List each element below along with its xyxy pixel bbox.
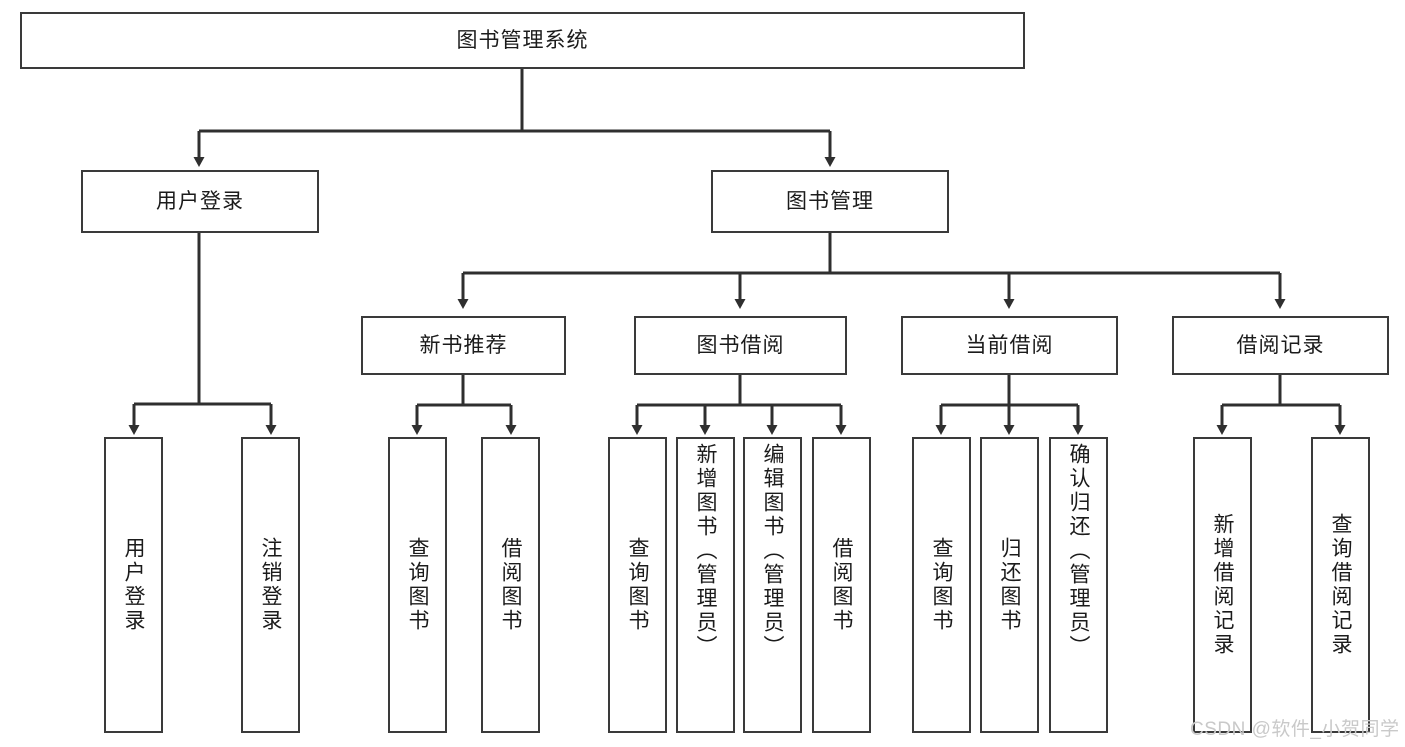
node-borrow-record[interactable]: 借阅记录 <box>1172 316 1389 375</box>
leaf-borrow-edit-book-admin[interactable]: 编辑图书（管理员） <box>743 437 802 733</box>
leaf-label: 新增图书（管理员） <box>694 443 717 659</box>
node-root[interactable]: 图书管理系统 <box>20 12 1025 69</box>
leaf-label: 用户登录 <box>122 537 145 633</box>
node-current-borrow-label: 当前借阅 <box>965 333 1054 357</box>
leaf-label: 编辑图书（管理员） <box>761 443 784 659</box>
node-book-borrow-label: 图书借阅 <box>696 333 785 357</box>
leaf-label: 确认归还（管理员） <box>1067 443 1090 659</box>
leaf-label: 新增借阅记录 <box>1211 513 1234 657</box>
leaf-borrow-borrow-book[interactable]: 借阅图书 <box>812 437 871 733</box>
leaf-label: 借阅图书 <box>499 537 522 633</box>
node-borrow-record-label: 借阅记录 <box>1236 333 1325 357</box>
node-new-book-recommend[interactable]: 新书推荐 <box>361 316 566 375</box>
node-new-book-recommend-label: 新书推荐 <box>419 333 508 357</box>
node-book-borrow[interactable]: 图书借阅 <box>634 316 847 375</box>
leaf-user-login-signout[interactable]: 注销登录 <box>241 437 300 733</box>
leaf-record-add-record[interactable]: 新增借阅记录 <box>1193 437 1252 733</box>
leaf-label: 借阅图书 <box>830 537 853 633</box>
leaf-current-confirm-return-admin[interactable]: 确认归还（管理员） <box>1049 437 1108 733</box>
csdn-watermark: CSDN @软件_小贺同学 <box>1190 719 1400 740</box>
leaf-label: 注销登录 <box>259 537 282 633</box>
node-current-borrow[interactable]: 当前借阅 <box>901 316 1118 375</box>
leaf-label: 查询借阅记录 <box>1329 513 1352 657</box>
node-user-login-label: 用户登录 <box>156 189 244 213</box>
leaf-current-query-book[interactable]: 查询图书 <box>912 437 971 733</box>
leaf-user-login-signin[interactable]: 用户登录 <box>104 437 163 733</box>
leaf-borrow-add-book-admin[interactable]: 新增图书（管理员） <box>676 437 735 733</box>
leaf-current-return-book[interactable]: 归还图书 <box>980 437 1039 733</box>
leaf-recommend-borrow-book[interactable]: 借阅图书 <box>481 437 540 733</box>
node-root-label: 图书管理系统 <box>456 28 589 52</box>
leaf-record-query-record[interactable]: 查询借阅记录 <box>1311 437 1370 733</box>
node-book-management-label: 图书管理 <box>786 189 874 213</box>
leaf-recommend-query-book[interactable]: 查询图书 <box>388 437 447 733</box>
leaf-label: 查询图书 <box>406 537 429 633</box>
leaf-borrow-query-book[interactable]: 查询图书 <box>608 437 667 733</box>
leaf-label: 归还图书 <box>998 537 1021 633</box>
node-user-login[interactable]: 用户登录 <box>81 170 319 233</box>
node-book-management[interactable]: 图书管理 <box>711 170 949 233</box>
leaf-label: 查询图书 <box>626 537 649 633</box>
leaf-label: 查询图书 <box>930 537 953 633</box>
